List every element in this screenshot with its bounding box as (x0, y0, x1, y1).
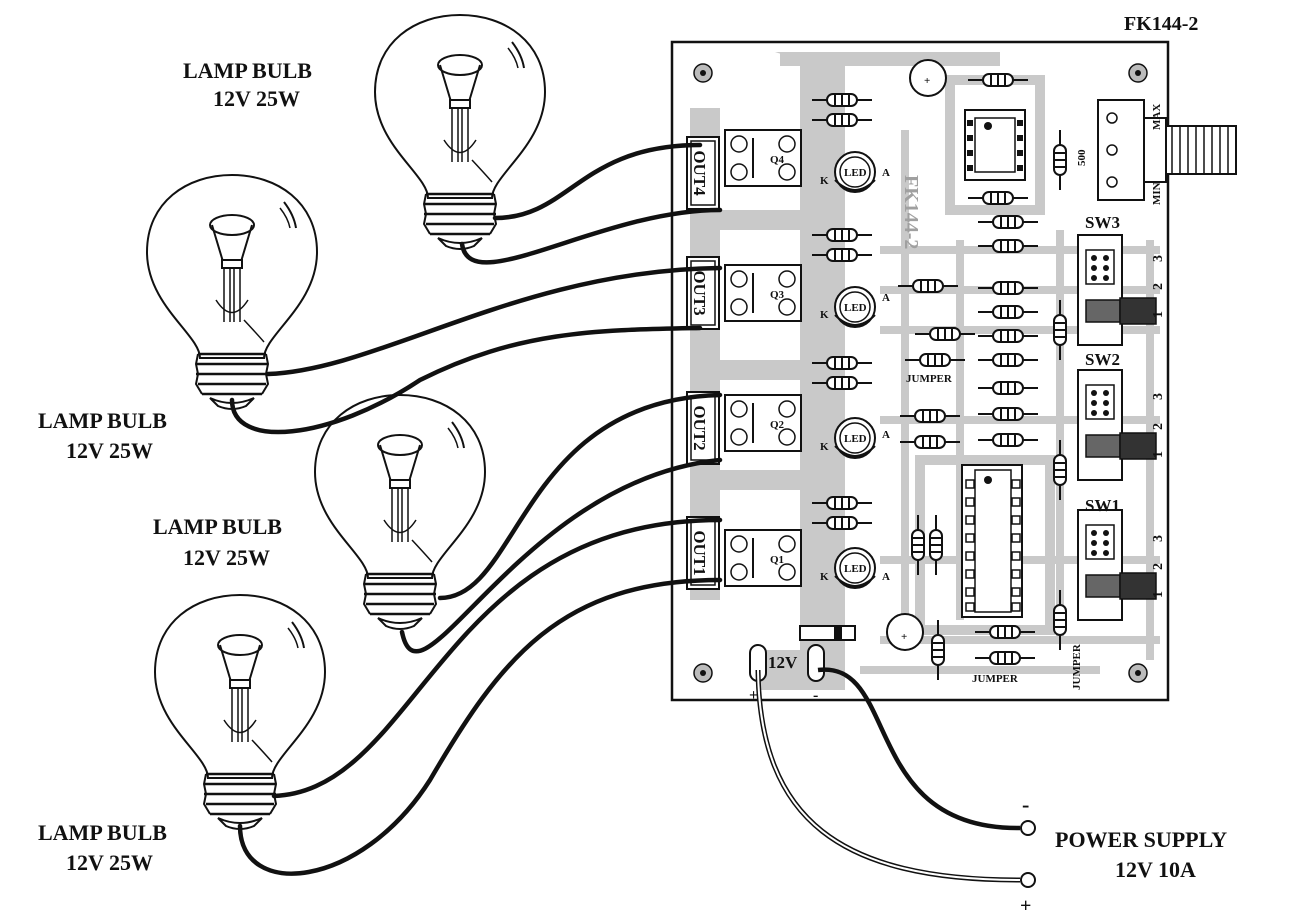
svg-text:12V 25W: 12V 25W (66, 438, 153, 463)
led3-k: K (820, 309, 829, 321)
diagram-title: FK144-2 (1124, 13, 1198, 35)
sw3: SW3 (1077, 213, 1157, 346)
q3-label: Q3 (770, 289, 785, 301)
sw1-label: SW1 (1085, 496, 1120, 515)
led4-a: A (882, 167, 890, 179)
svg-text:LAMP BULB: LAMP BULB (183, 58, 312, 83)
potentiometer (1097, 99, 1237, 201)
power-pad-minus (807, 644, 825, 682)
out4-label: OUT4 (690, 150, 709, 196)
svg-text:+: + (924, 75, 930, 87)
svg-text:POWER SUPPLY: POWER SUPPLY (1055, 827, 1227, 852)
wire-positive-outline (755, 669, 1021, 883)
svg-text:1: 1 (1151, 451, 1166, 458)
out1-label: OUT1 (690, 530, 709, 575)
led4-k: K (820, 175, 829, 187)
lamp-label-2: LAMP BULB 12V 25W (38, 408, 167, 463)
out2-label: OUT2 (690, 405, 709, 450)
sw2: SW2 (1077, 350, 1157, 481)
jumper-label-2: JUMPER (972, 673, 1019, 685)
ps-terminal-minus (1020, 820, 1036, 836)
board-silkscreen: FK144-2 (900, 175, 922, 249)
pcb-board: FK144-2 OUT4 Q4 LED K A OUT3 Q3 LED K A (670, 40, 1237, 704)
power-supply-label: POWER SUPPLY 12V 10A (1055, 827, 1227, 882)
svg-text:3: 3 (1151, 393, 1166, 400)
capacitor-bottom (886, 613, 924, 651)
pot-value-label: 500 (1076, 149, 1088, 166)
led1-label: LED (844, 563, 867, 575)
ps-minus-sign: - (1022, 792, 1029, 817)
jumper-label-3: JUMPER (1071, 643, 1083, 690)
out4-group: OUT4 Q4 LED K A (686, 93, 890, 210)
svg-text:1: 1 (1151, 591, 1166, 598)
switch-pin-labels: 1 2 3 1 2 3 1 2 3 (1151, 255, 1166, 598)
svg-text:+: + (901, 631, 907, 643)
pot-max-label: MAX (1151, 104, 1163, 130)
svg-text:12V 25W: 12V 25W (183, 545, 270, 570)
svg-text:1: 1 (1151, 311, 1166, 318)
svg-text:2: 2 (1151, 563, 1166, 570)
out1-group: OUT1 Q1 LED K A (686, 496, 890, 590)
out2-group: OUT2 Q2 LED K A (686, 356, 890, 465)
ps-plus-sign: + (1020, 895, 1031, 917)
svg-text:2: 2 (1151, 283, 1166, 290)
led2-a: A (882, 429, 890, 441)
power-pad-minus-sign: - (813, 687, 818, 704)
lamp-label-4: LAMP BULB 12V 25W (38, 820, 167, 875)
led2-label: LED (844, 433, 867, 445)
wire-negative (817, 667, 1021, 831)
svg-text:LAMP BULB: LAMP BULB (38, 820, 167, 845)
out3-label: OUT3 (690, 270, 709, 315)
led4-label: LED (844, 167, 867, 179)
sw1: SW1 (1077, 496, 1157, 621)
ic-16pin (961, 464, 1023, 618)
resistor-array (799, 73, 1067, 681)
capacitor-top (909, 59, 947, 97)
svg-text:3: 3 (1151, 535, 1166, 542)
power-pad-plus-sign: + (749, 687, 758, 704)
wire-positive-core (757, 669, 1021, 881)
svg-text:12V 25W: 12V 25W (213, 86, 300, 111)
q2-label: Q2 (770, 419, 785, 431)
pot-min-label: MIN (1151, 182, 1163, 205)
lamp-label-1: LAMP BULB 12V 25W (183, 58, 312, 111)
svg-text:12V 25W: 12V 25W (66, 850, 153, 875)
svg-text:LAMP BULB: LAMP BULB (38, 408, 167, 433)
svg-text:LAMP BULB: LAMP BULB (153, 514, 282, 539)
lamp-label-3: LAMP BULB 12V 25W (153, 514, 282, 570)
svg-text:3: 3 (1151, 255, 1166, 262)
sw2-label: SW2 (1085, 350, 1120, 369)
ic-8pin (964, 109, 1026, 181)
jumper-label-1: JUMPER (906, 373, 953, 385)
power-12v-label: 12V (768, 653, 798, 672)
lamp-wires (229, 142, 723, 876)
led3-label: LED (844, 302, 867, 314)
q4-label: Q4 (770, 154, 785, 166)
ps-terminal-plus (1020, 872, 1036, 888)
led3-a: A (882, 292, 890, 304)
svg-text:2: 2 (1151, 423, 1166, 430)
led2-k: K (820, 441, 829, 453)
led1-k: K (820, 571, 829, 583)
q1-label: Q1 (770, 554, 784, 566)
out3-group: OUT3 Q3 LED K A (686, 228, 890, 330)
svg-text:12V 10A: 12V 10A (1115, 857, 1196, 882)
led1-a: A (882, 571, 890, 583)
sw3-label: SW3 (1085, 213, 1120, 232)
